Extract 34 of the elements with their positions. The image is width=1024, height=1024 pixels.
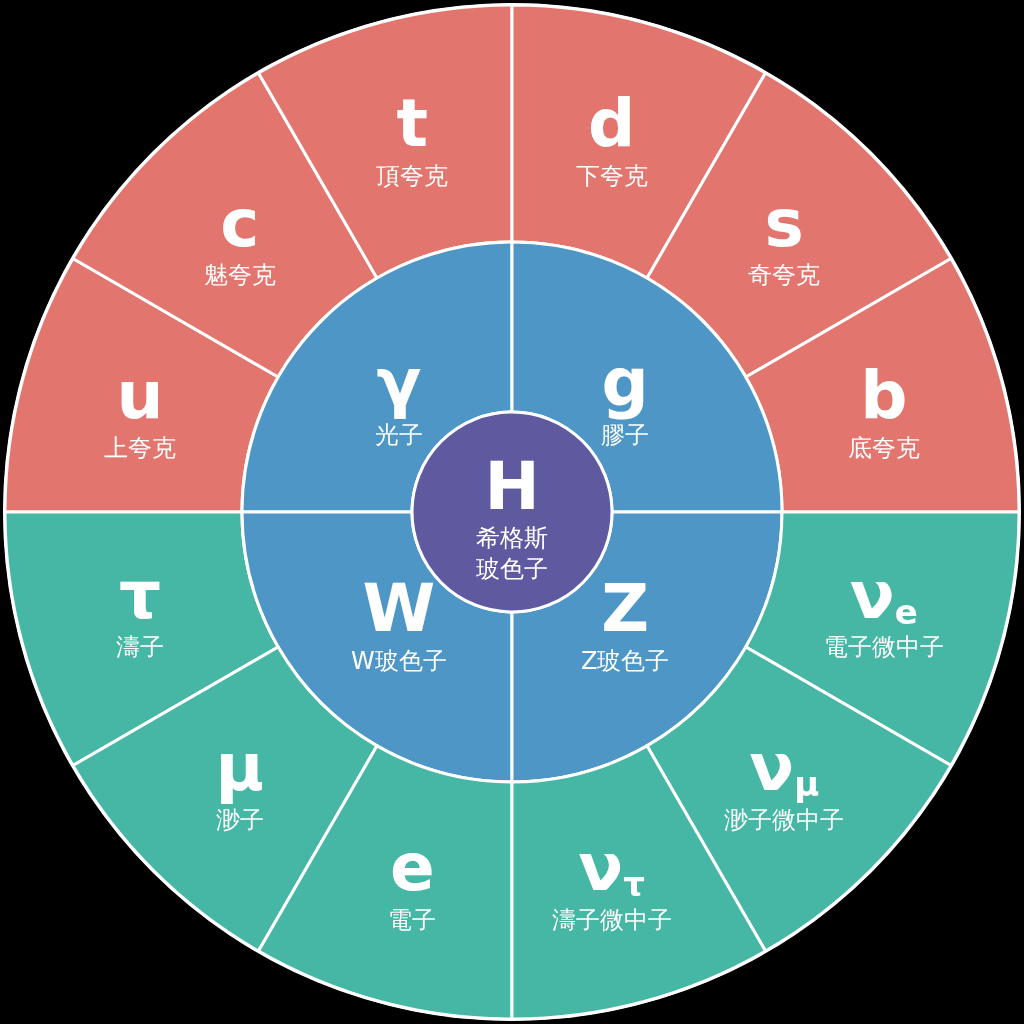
- particle-name: 希格斯玻色子: [475, 523, 549, 586]
- particle-name: 下夸克: [575, 160, 648, 192]
- particle-name: 頂夸克: [376, 160, 449, 192]
- particle-symbol: b: [860, 360, 908, 434]
- particle-name: 膠子: [601, 420, 650, 451]
- particle-name: 魅夸克: [203, 260, 276, 292]
- particle-name: 上夸克: [104, 433, 177, 465]
- particle-symbol: ν$_{τ}$: [578, 832, 645, 905]
- particle-name: 電子微中子: [823, 632, 944, 664]
- particle-symbol: W: [362, 573, 436, 646]
- particle-name: 電子: [388, 904, 437, 936]
- particle-name: Z玻色子: [580, 645, 670, 677]
- particle-symbol: c: [220, 187, 260, 261]
- particle-symbol: H: [484, 450, 540, 524]
- particle-name: 濤子微中子: [551, 904, 672, 936]
- particle-name: 光子: [374, 419, 423, 451]
- particle-symbol: γ: [376, 346, 422, 420]
- particle-name: 渺子: [215, 804, 264, 836]
- particle-symbol: τ: [119, 559, 162, 633]
- particle-symbol: ν$_{e}$: [849, 559, 918, 633]
- particle-symbol: t: [396, 88, 429, 161]
- particle-name: W玻色子: [351, 645, 447, 677]
- particle-symbol: μ: [215, 732, 265, 805]
- particle-symbol: ν$_{μ}$: [749, 732, 820, 805]
- particle-name: 底夸克: [847, 433, 920, 465]
- particle-symbol: Z: [601, 573, 650, 646]
- particle-symbol: s: [764, 187, 804, 261]
- particle-name: 濤子: [116, 632, 165, 664]
- particle-symbol: u: [116, 360, 164, 434]
- particle-symbol: d: [588, 88, 636, 161]
- particle-symbol: g: [601, 346, 649, 420]
- particle-name: 奇夸克: [748, 260, 821, 292]
- particle-name: 渺子微中子: [724, 804, 845, 836]
- particle-symbol: e: [389, 832, 435, 905]
